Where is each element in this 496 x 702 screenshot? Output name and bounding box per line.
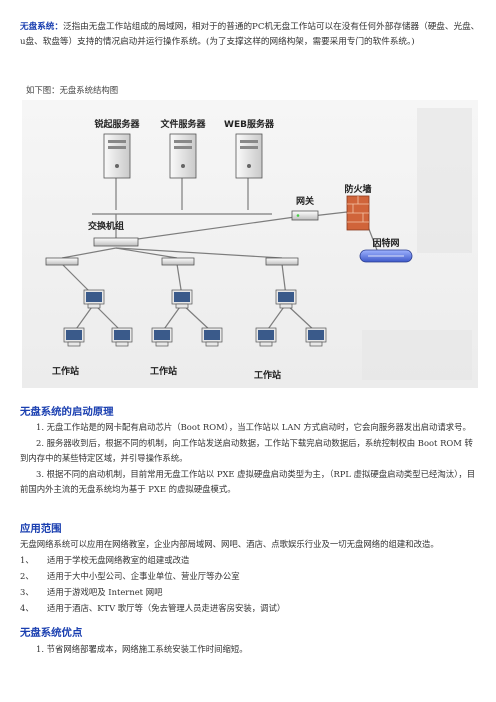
heading-advantages: 无盘系统优点 — [20, 627, 83, 639]
server-file — [169, 133, 197, 179]
label-workstation-1: 工作站 — [52, 365, 79, 377]
connection-lines — [61, 178, 378, 333]
boot-principle-text: 1. 无盘工作站是的网卡配有启动芯片（Boot ROM），当工作站以 LAN 方… — [20, 420, 480, 498]
diagram-caption: 如下图：无盘系统结构图 — [26, 85, 119, 95]
label-internet: 因特网 — [372, 237, 399, 249]
scope-item-4: 4、适用于酒店、KTV 歌厅等（免去管理人员走进客房安装，调试） — [20, 603, 286, 613]
label-server-web: WEB服务器 — [224, 118, 275, 130]
label-server-file: 文件服务器 — [159, 118, 206, 130]
server-web — [235, 133, 263, 179]
intro-paragraph: 无盘系统：泛指由无盘工作站组成的局域网，相对于的普通的PC机无盘工作站可以在没有… — [20, 20, 480, 50]
core-switch — [93, 237, 139, 247]
switch-3 — [265, 257, 299, 266]
boot-step-1: 1. 无盘工作站是的网卡配有启动芯片（Boot ROM），当工作站以 LAN 方… — [36, 422, 471, 432]
intro-lead: 无盘系统： — [20, 22, 63, 32]
label-switch-group: 交换机组 — [88, 220, 124, 232]
advantage-1: 1. 节省网络部署成本，网络施工系统安装工作时间缩短。 — [36, 644, 248, 654]
label-workstation-3: 工作站 — [254, 369, 281, 381]
label-gateway: 网关 — [296, 195, 314, 207]
scope-item-2: 2、适用于大中小型公司、企事业单位、营业厅等办公室 — [20, 571, 240, 581]
scope-item-3: 3、适用于游戏吧及 Internet 网吧 — [20, 587, 163, 597]
heading-application-scope: 应用范围 — [20, 523, 62, 535]
heading-boot-principle: 无盘系统的启动原理 — [20, 406, 114, 418]
boot-step-3: 3. 根据不同的启动机制，目前常用无盘工作站以 PXE 虚拟硬盘启动类型为主，（… — [20, 468, 476, 495]
monitor-screens — [66, 292, 324, 340]
network-diagram: 锐起服务器 文件服务器 WEB服务器 网关 防火墙 — [22, 100, 478, 388]
internet-cylinder — [359, 249, 413, 263]
label-workstation-2: 工作站 — [150, 365, 177, 377]
intro-text: 泛指由无盘工作站组成的局域网，相对于的普通的PC机无盘工作站可以在没有任何外部存… — [20, 22, 480, 47]
firewall-icon — [346, 195, 370, 231]
switch-2 — [161, 257, 195, 266]
advantages-text: 1. 节省网络部署成本，网络施工系统安装工作时间缩短。 — [20, 642, 480, 658]
gateway-device — [291, 210, 319, 221]
scope-item-1: 1、适用于学校无盘网络教室的组建或改造 — [20, 555, 190, 565]
scope-intro: 无盘网络系统可以应用在网络教室，企业内部局域网、网吧、酒店、点歌娱乐行业及一切无… — [20, 539, 439, 549]
boot-step-2: 2. 服务器收到后，根据不同的机制，向工作站发送启动数据，工作站下载完启动数据后… — [20, 437, 473, 464]
server-rs — [103, 133, 131, 179]
label-server-rs: 锐起服务器 — [94, 118, 140, 130]
label-firewall: 防火墙 — [344, 183, 371, 195]
switch-1 — [45, 257, 79, 266]
